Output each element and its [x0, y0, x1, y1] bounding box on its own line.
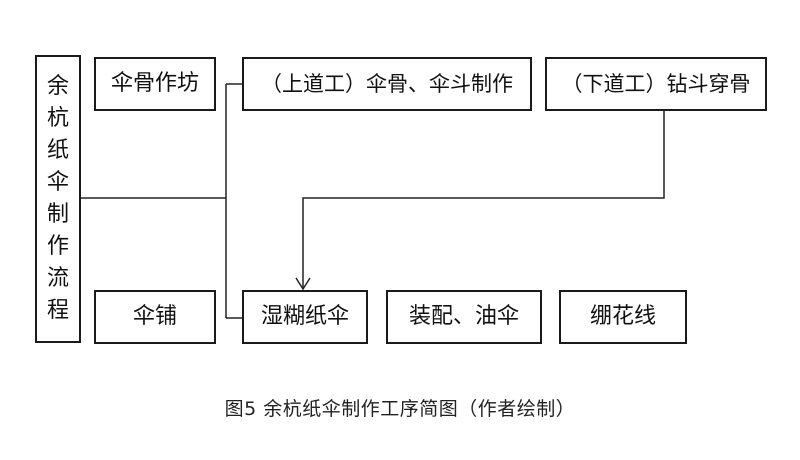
flower-thread-label: 绷花线 [589, 304, 656, 329]
process-title-char: 余 [46, 74, 69, 99]
umbrella-shop-box: 伞铺 [94, 290, 216, 344]
process-title-char: 作 [46, 234, 69, 259]
figure-caption: 图5 余杭纸伞制作工序简图（作者绘制） [224, 398, 576, 420]
process-title-char: 流 [46, 266, 69, 291]
connector-lower-to-paste [302, 110, 665, 288]
process-title-char: 程 [46, 298, 69, 323]
flower-thread-box: 绷花线 [559, 290, 687, 344]
arrow-head-icon [295, 277, 311, 291]
process-title-char: 杭 [46, 106, 69, 131]
upper-process-box: （上道工）伞骨、伞斗制作 [242, 57, 532, 111]
process-title-box: 余杭纸伞制作流程 [35, 55, 81, 343]
umbrella-bone-workshop-label: 伞骨作坊 [110, 71, 199, 96]
upper-process-label: （上道工）伞骨、伞斗制作 [261, 71, 513, 96]
umbrella-bone-workshop-box: 伞骨作坊 [94, 57, 216, 111]
lower-process-box: （下道工）钻斗穿骨 [545, 57, 767, 111]
process-title-char: 制 [46, 202, 69, 227]
assemble-oil-box: 装配、油伞 [386, 290, 542, 344]
assemble-oil-label: 装配、油伞 [408, 304, 519, 329]
paste-paper-box: 湿糊纸伞 [242, 290, 368, 344]
lower-process-label: （下道工）钻斗穿骨 [561, 71, 751, 96]
umbrella-shop-label: 伞铺 [132, 304, 177, 329]
paste-paper-label: 湿糊纸伞 [260, 304, 349, 329]
process-title-char: 伞 [46, 170, 69, 195]
process-title-char: 纸 [46, 138, 69, 163]
